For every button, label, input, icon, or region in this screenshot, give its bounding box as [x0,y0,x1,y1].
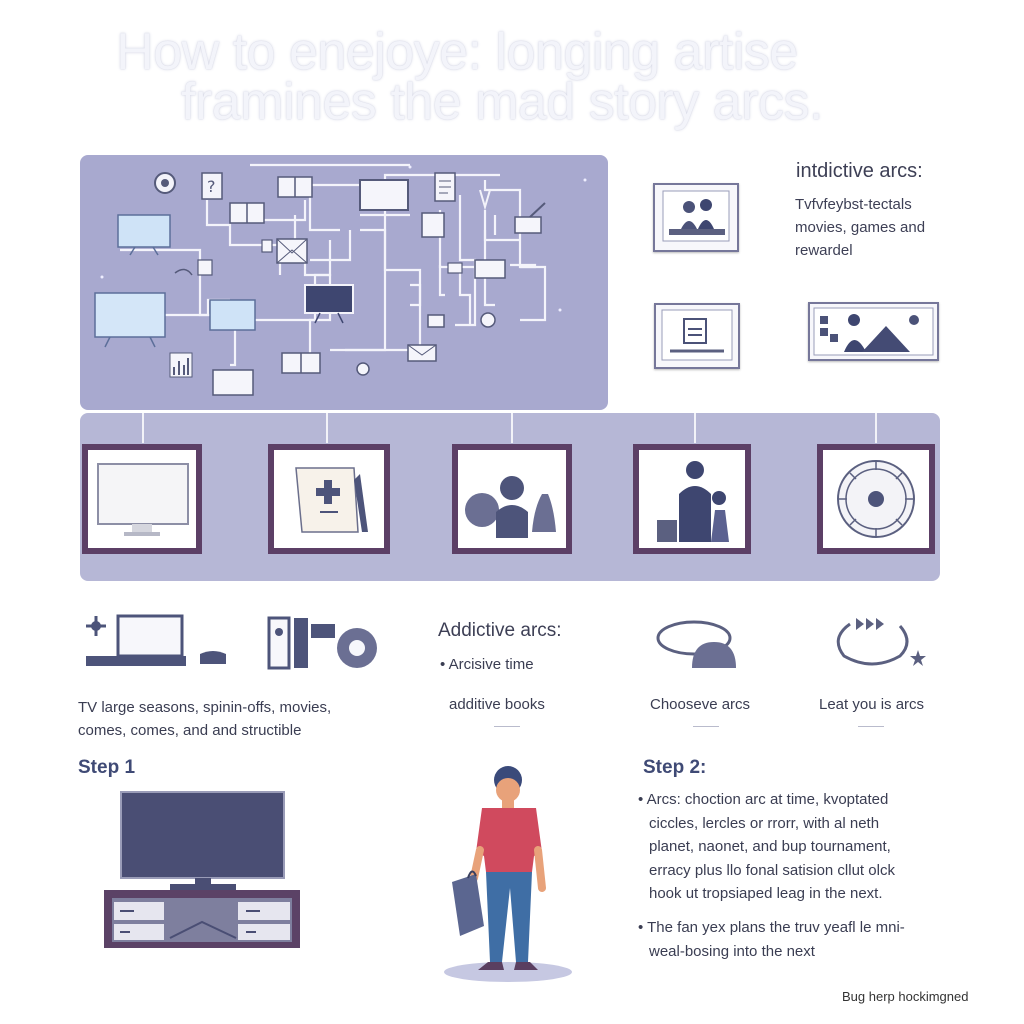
addictive-arcs-bullet: • Arcisive time [440,656,534,673]
step-2-label: Step 2: [643,757,707,778]
tv-caption-line-2: comes, comes, and and structible [78,722,302,739]
step-2-bullet-1-line-1: • Arcs: choction arc at time, kvoptated [638,791,889,808]
right-line-2: movies, games and [795,219,926,236]
document-icon [661,309,733,361]
leat-arcs-underline [858,726,884,727]
title-line-2: framines the mad story arcs. [181,73,824,131]
tv-console-icon [78,612,238,677]
framed-document-picture [654,303,740,369]
step-2-bullet-2-line-1: • The fan yex plans the truv yeafl le mn… [638,919,905,936]
choose-arcs-caption: Chooseve arcs [650,696,751,713]
right-line-1: Tvfvfeybst-tectals [795,196,912,213]
footer-credit: Bug herp hockimgned [842,989,969,1004]
frame-tv [82,444,202,554]
svg-text:?: ? [207,177,216,196]
family-icon [657,461,729,542]
tv-stand-illustration [100,790,305,955]
person-with-bag-illustration [440,760,580,995]
step-2-bullet-1-line-2: ciccles, lercles or rrorr, with al neth [649,814,880,832]
frame-family [633,444,751,554]
landscape-icon [813,307,934,356]
step-2-bullet-1-line-4: erracy plus llo fonal satision cllut olc… [649,861,895,879]
step-2-bullet-1: • Arcs: choction arc at time, kvoptated … [638,788,968,906]
right-line-3: rewardel [795,242,853,259]
medical-document-icon [295,467,368,533]
connector-3 [511,413,513,443]
choose-arcs-underline [693,726,719,727]
frame-shapes [452,444,572,554]
shapes-icon [465,476,556,538]
connector-2 [326,413,328,443]
tv-caption: TV large seasons, spinin-offs, movies, c… [78,696,331,742]
frame-dial [817,444,935,554]
step-1-label: Step 1 [78,757,136,778]
books-caption: additive books [449,696,545,713]
connector-4 [694,413,696,443]
leat-arcs-caption: Leat you is arcs [819,696,925,713]
framed-landscape-picture [808,302,939,361]
tv-caption-line-1: TV large seasons, spinin-offs, movies, [78,699,332,716]
monitor-icon [97,463,189,536]
step-2-bullet-1-line-5: hook ut tropsiaped leag in the next. [649,885,883,902]
camera-speaker-icon [265,614,380,677]
connector-5 [875,413,877,443]
frame-medical-document [268,444,390,554]
title-line-1: How to enejoye: longing artise [116,23,798,81]
step-2-bullet-2-line-2: weal-bosing into the next [649,942,815,960]
people-reading-icon [662,190,730,242]
framed-reading-picture [653,183,739,252]
right-description: Tvfvfeybst-tectals movies, games and rew… [795,193,995,262]
cycle-arrows-icon [826,612,930,677]
dome-arc-icon [652,612,742,677]
books-underline [494,726,520,727]
step-2-bullet-1-line-3: planet, naonet, and bup tournament, [649,838,891,855]
addictive-arcs-heading: Addictive arcs: [438,620,562,641]
dial-icon [837,460,915,538]
right-heading: intdictive arcs: [796,160,923,182]
connector-1 [142,413,144,443]
media-network-panel: ? [80,155,608,410]
step-2-bullet-2: • The fan yex plans the truv yeafl le mn… [638,916,968,963]
network-diagram: ? [94,163,587,396]
